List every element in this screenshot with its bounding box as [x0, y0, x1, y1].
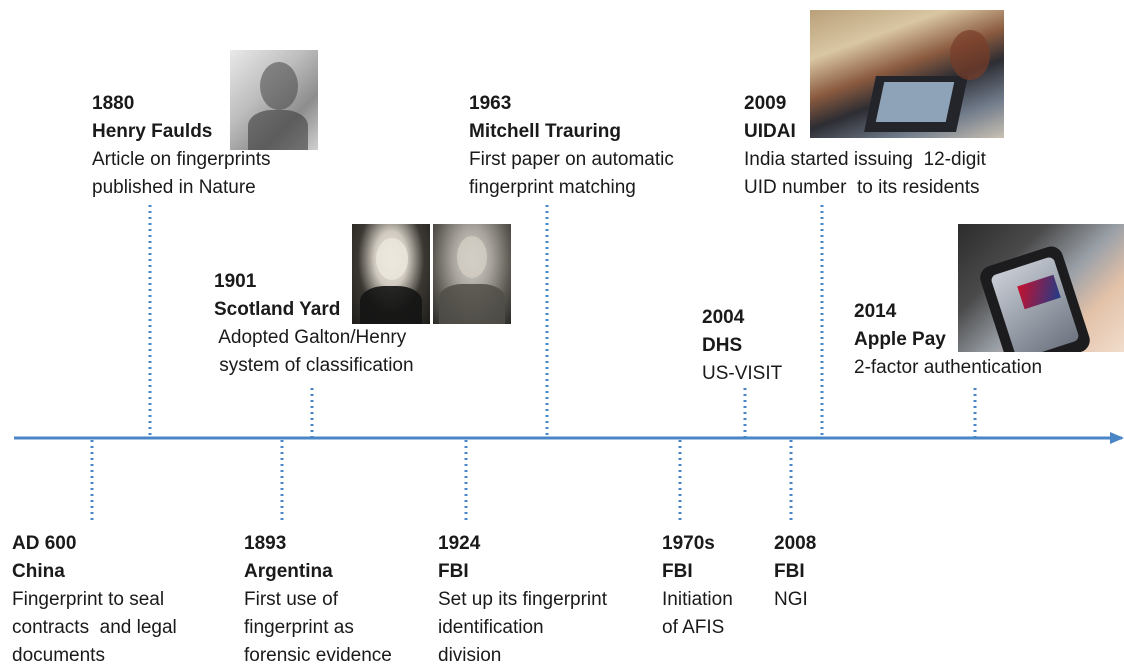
- edward-henry-portrait: [433, 224, 511, 324]
- event-year: 1970s: [662, 533, 715, 554]
- event-1963: 1963 Mitchell Trauring First paper on au…: [469, 90, 674, 202]
- event-org: FBI: [662, 561, 693, 582]
- event-org: DHS: [702, 335, 743, 356]
- event-year: 1880: [92, 93, 135, 114]
- event-1924: 1924 FBI Set up its fingerprint identifi…: [438, 530, 607, 670]
- event-org: Mitchell Trauring: [469, 121, 622, 142]
- event-desc-line: First paper on automatic: [469, 149, 674, 170]
- francis-galton-portrait: [352, 224, 430, 324]
- event-year: 1901: [214, 271, 257, 292]
- event-desc-line: Article on fingerprints: [92, 149, 271, 170]
- event-year: 2004: [702, 307, 745, 328]
- event-year: AD 600: [12, 533, 77, 554]
- event-desc-line: published in Nature: [92, 177, 256, 198]
- event-desc-line: US-VISIT: [702, 363, 783, 384]
- event-1880: 1880 Henry Faulds Article on fingerprint…: [92, 90, 270, 202]
- henry-faulds-portrait: [230, 50, 318, 150]
- event-desc-line: NGI: [774, 589, 808, 610]
- event-desc-line: documents: [12, 645, 105, 666]
- event-desc-line: forensic evidence: [244, 645, 392, 666]
- event-desc-line: division: [438, 645, 502, 666]
- event-2008: 2008 FBI NGI: [774, 530, 816, 614]
- event-org: Apple Pay: [854, 329, 946, 350]
- event-desc-line: First use of: [244, 589, 338, 610]
- event-desc-line: contracts and legal: [12, 617, 177, 638]
- event-desc-line: Fingerprint to seal: [12, 589, 165, 610]
- apple-pay-photo: [958, 224, 1124, 352]
- event-org: China: [12, 561, 65, 582]
- event-org: Henry Faulds: [92, 121, 213, 142]
- event-org: Argentina: [244, 561, 333, 582]
- event-2014: 2014 Apple Pay 2-factor authentication: [854, 298, 1042, 382]
- event-desc-line: fingerprint matching: [469, 177, 636, 198]
- event-ad600: AD 600 China Fingerprint to seal contrac…: [12, 530, 177, 670]
- event-1893: 1893 Argentina First use of fingerprint …: [244, 530, 392, 670]
- event-year: 1893: [244, 533, 287, 554]
- event-2004: 2004 DHS US-VISIT: [702, 304, 782, 388]
- event-desc-line: identification: [438, 617, 544, 638]
- event-desc-line: system of classification: [214, 355, 414, 376]
- event-1901: 1901 Scotland Yard Adopted Galton/Henry …: [214, 268, 414, 380]
- event-year: 1963: [469, 93, 512, 114]
- event-desc-line: UID number to its residents: [744, 177, 980, 198]
- event-desc-line: Initiation: [662, 589, 733, 610]
- event-org: Scotland Yard: [214, 299, 341, 320]
- event-org: FBI: [774, 561, 805, 582]
- event-2009: 2009 UIDAI India started issuing 12-digi…: [744, 90, 986, 202]
- event-year: 2014: [854, 301, 897, 322]
- event-year: 2008: [774, 533, 817, 554]
- event-desc-line: India started issuing 12-digit: [744, 149, 986, 170]
- event-desc-line: fingerprint as: [244, 617, 354, 638]
- event-org: FBI: [438, 561, 469, 582]
- event-desc-line: Set up its fingerprint: [438, 589, 607, 610]
- event-desc-line: Adopted Galton/Henry: [214, 327, 407, 348]
- event-desc-line: 2-factor authentication: [854, 357, 1043, 378]
- event-desc-line: of AFIS: [662, 617, 725, 638]
- event-year: 2009: [744, 93, 787, 114]
- event-1970s: 1970s FBI Initiation of AFIS: [662, 530, 733, 642]
- event-org: UIDAI: [744, 121, 796, 142]
- uidai-enrollment-photo: [810, 10, 1004, 138]
- event-year: 1924: [438, 533, 481, 554]
